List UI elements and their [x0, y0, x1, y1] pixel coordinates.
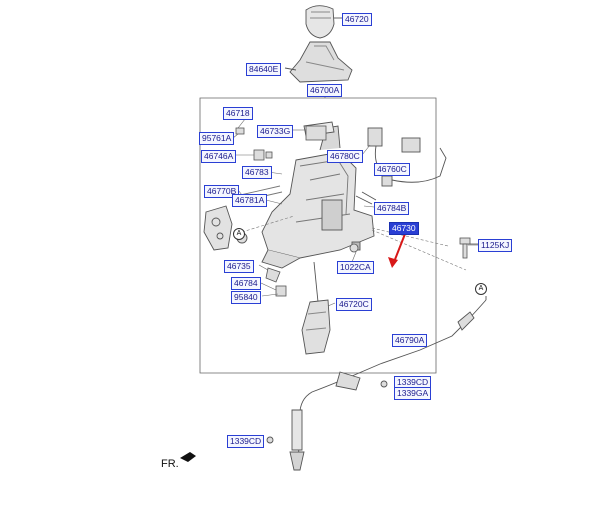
label-leaders	[232, 113, 478, 307]
bolt-drawing	[459, 237, 478, 259]
part-label-1125kj[interactable]: 1125KJ	[478, 239, 513, 252]
part-label-1022ca[interactable]: 1022CA	[337, 261, 374, 274]
part-label-1339ga[interactable]: 1339GA	[394, 387, 432, 400]
part-label-46790a[interactable]: 46790A	[392, 334, 428, 347]
part-label-46700a[interactable]: 46700A	[307, 84, 343, 97]
part-label-46784[interactable]: 46784	[231, 277, 261, 290]
part-label-46760c[interactable]: 46760C	[374, 163, 410, 176]
part-label-46783[interactable]: 46783	[242, 166, 272, 179]
part-label-46720c[interactable]: 46720C	[336, 298, 372, 311]
reference-marker-a: A	[475, 283, 487, 295]
assembly-frame	[199, 97, 437, 374]
part-label-46781a[interactable]: 46781A	[232, 194, 268, 207]
harness-drawing	[355, 127, 447, 205]
part-label-46746a[interactable]: 46746A	[201, 150, 237, 163]
part-label-46770b[interactable]: 46770B	[204, 185, 240, 198]
part-label-46735[interactable]: 46735	[224, 260, 254, 273]
reference-marker-a: A	[233, 228, 245, 240]
part-label-95840[interactable]: 95840	[231, 291, 261, 304]
shift-rod-drawing	[301, 261, 331, 355]
part-label-1339cd-left[interactable]: 1339CD	[227, 435, 265, 448]
highlight-arrow	[388, 233, 406, 268]
shift-cable-drawing	[266, 296, 487, 471]
shift-knob-drawing	[305, 5, 343, 39]
part-label-46718[interactable]: 46718	[223, 107, 253, 120]
part-label-46730[interactable]: 46730	[389, 222, 419, 235]
boot-drawing	[284, 41, 353, 83]
part-label-46733g[interactable]: 46733G	[257, 125, 294, 138]
fr-arrow-icon	[180, 452, 196, 462]
part-label-46780c[interactable]: 46780C	[327, 150, 363, 163]
leader-lines	[241, 215, 467, 271]
part-label-46720[interactable]: 46720	[342, 13, 372, 26]
part-label-46784b[interactable]: 46784B	[374, 202, 410, 215]
part-label-95761a[interactable]: 95761A	[199, 132, 235, 145]
direction-label: FR.	[161, 458, 179, 470]
small-parts-drawing	[235, 125, 359, 297]
part-label-84640e[interactable]: 84640E	[246, 63, 282, 76]
shifter-housing-drawing	[261, 121, 375, 269]
